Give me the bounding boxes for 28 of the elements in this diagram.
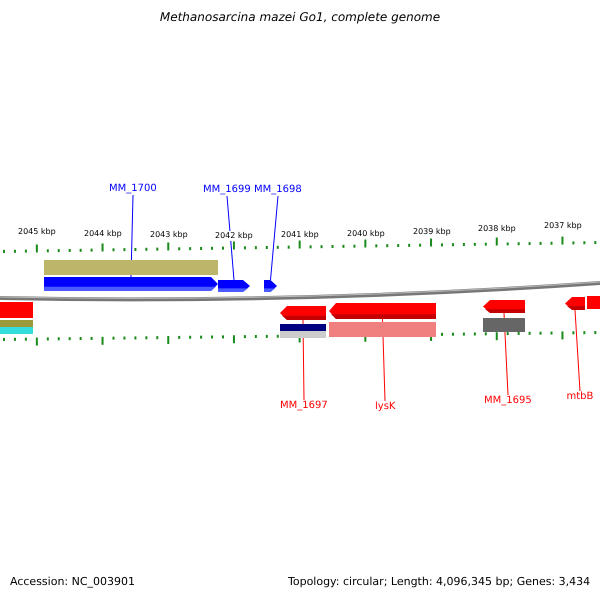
gene-label: MM_1698 xyxy=(254,184,302,196)
scale-label: 2037 kbp xyxy=(544,221,582,231)
gene-label: MM_1699 xyxy=(203,184,251,196)
genome-info-text: Topology: circular; Length: 4,096,345 bp; Genes: 3,434 xyxy=(288,575,590,588)
gene-feature xyxy=(483,300,525,313)
accession-text: Accession: NC_003901 xyxy=(10,575,136,588)
gene-feature xyxy=(218,280,250,292)
gene-label: mtbB xyxy=(566,391,594,403)
scale-label: 2042 kbp xyxy=(215,231,253,241)
gene-label: MM_1697 xyxy=(280,400,328,412)
gene-feature xyxy=(280,306,326,320)
gene-label: MM_1700 xyxy=(109,183,157,195)
scale-label: 2038 kbp xyxy=(478,224,516,234)
gene-feature xyxy=(264,280,277,292)
leader-line xyxy=(226,196,234,280)
gene-label: lysK xyxy=(375,401,396,413)
gene-feature xyxy=(565,297,585,310)
gene-label: MM_1695 xyxy=(484,395,532,407)
scale-label: 2039 kbp xyxy=(413,227,451,237)
scale-label: 2041 kbp xyxy=(281,230,319,240)
scale-label: 2043 kbp xyxy=(150,230,188,240)
leader-line xyxy=(574,310,580,392)
scale-label: 2044 kbp xyxy=(84,229,122,239)
scale-label: 2045 kbp xyxy=(18,227,56,237)
title: Methanosarcina mazei Go1, complete genome xyxy=(158,10,442,24)
leader-line xyxy=(270,196,278,280)
scale-label: 2040 kbp xyxy=(347,229,385,239)
gene-feature xyxy=(329,303,436,319)
